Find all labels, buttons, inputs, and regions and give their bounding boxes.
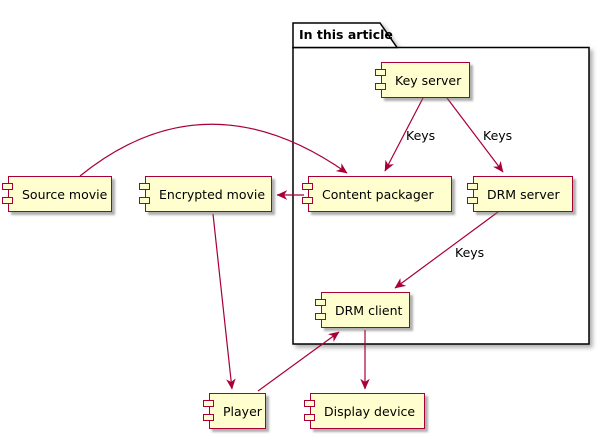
component-label: Player	[223, 403, 262, 419]
component-drm-client: DRM client	[315, 292, 410, 328]
component-label: Content packager	[322, 186, 434, 202]
component-port-icon	[315, 313, 326, 320]
component-source-movie: Source movie	[2, 176, 112, 212]
component-port-icon	[304, 414, 315, 421]
component-drm-server: DRM server	[467, 176, 573, 212]
component-encrypted-movie: Encrypted movie	[139, 176, 272, 212]
component-port-icon	[467, 197, 478, 204]
component-port-icon	[203, 400, 214, 407]
edge-source-movie-to-content-packager	[79, 123, 348, 177]
edge-player-to-drm-client	[257, 331, 340, 392]
component-label: Encrypted movie	[159, 186, 266, 202]
component-key-server: Key server	[375, 62, 470, 98]
component-label: Source movie	[22, 186, 108, 202]
component-port-icon	[139, 183, 150, 190]
component-player: Player	[203, 393, 266, 429]
component-display-device: Display device	[304, 393, 425, 429]
component-port-icon	[203, 414, 214, 421]
edge-label-keys: Keys	[483, 128, 513, 143]
component-label: DRM client	[335, 302, 403, 318]
component-port-icon	[302, 197, 313, 204]
component-port-icon	[302, 183, 313, 190]
component-port-icon	[467, 183, 478, 190]
component-port-icon	[139, 197, 150, 204]
edge-encrypted-movie-to-player	[212, 213, 236, 390]
component-label: DRM server	[487, 186, 560, 202]
component-port-icon	[2, 197, 13, 204]
edge-label-keys: Keys	[455, 245, 485, 260]
edge-key-server-to-content-packager	[384, 97, 424, 172]
package-tab	[292, 22, 399, 49]
component-port-icon	[304, 400, 315, 407]
edges-layer	[79, 97, 504, 392]
component-port-icon	[375, 83, 386, 90]
package-title: In this article	[299, 27, 393, 42]
edge-drm-server-to-drm-client	[394, 211, 499, 289]
component-label: Key server	[395, 72, 462, 88]
component-label: Display device	[324, 403, 416, 419]
edge-label-keys: Keys	[406, 128, 436, 143]
component-port-icon	[315, 299, 326, 306]
component-content-packager: Content packager	[302, 176, 452, 212]
component-port-icon	[2, 183, 13, 190]
component-port-icon	[375, 69, 386, 76]
edge-key-server-to-drm-server	[446, 97, 504, 173]
